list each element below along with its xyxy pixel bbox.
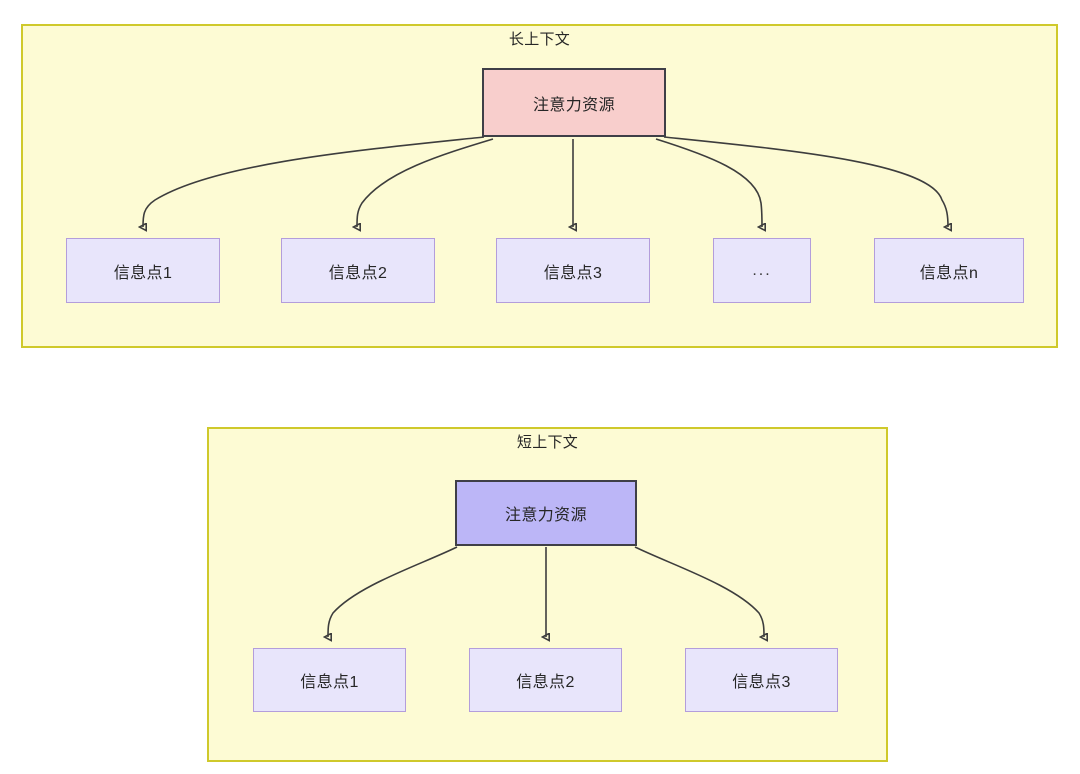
node-info-point-2-short[interactable]: 信息点2: [469, 648, 622, 712]
node-attention-resource-long[interactable]: 注意力资源: [482, 68, 666, 137]
node-attention-resource-short[interactable]: 注意力资源: [455, 480, 637, 546]
node-info-point-1-long[interactable]: 信息点1: [66, 238, 220, 303]
node-info-point-n-long[interactable]: 信息点n: [874, 238, 1024, 303]
node-info-point-2-long[interactable]: 信息点2: [281, 238, 435, 303]
node-info-point-3-short[interactable]: 信息点3: [685, 648, 838, 712]
node-info-point-3-long[interactable]: 信息点3: [496, 238, 650, 303]
node-info-point-ellipsis-long[interactable]: ...: [713, 238, 811, 303]
group-title-long-context: 长上下文: [508, 31, 571, 48]
node-info-point-1-short[interactable]: 信息点1: [253, 648, 406, 712]
group-title-short-context: 短上下文: [516, 434, 579, 451]
